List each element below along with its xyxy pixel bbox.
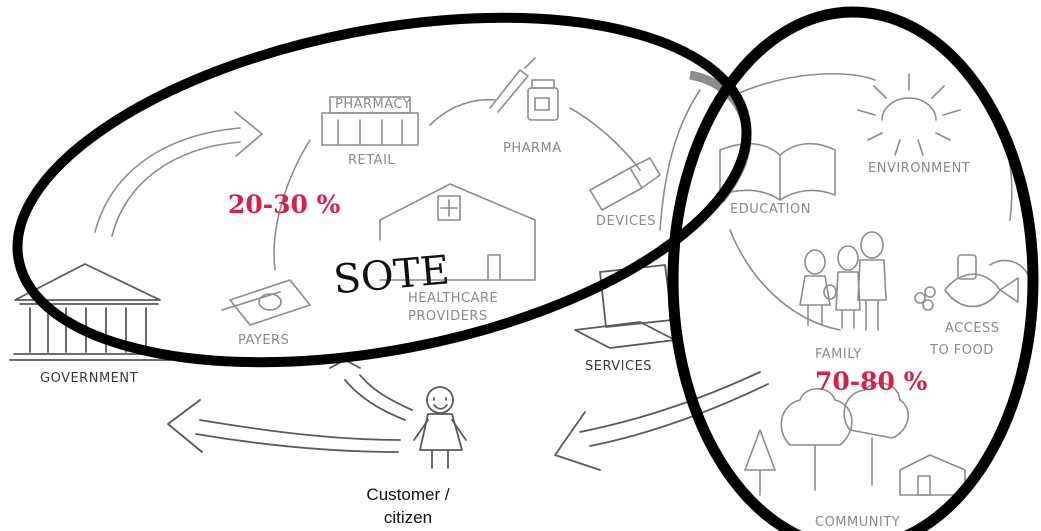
- connector-arc-retail-payers: [273, 139, 311, 271]
- person-icon: [413, 386, 467, 469]
- social-determinants-ellipse: [667, 6, 1039, 531]
- services-label: SERVICES: [585, 359, 652, 374]
- education-label: EDUCATION: [730, 202, 811, 217]
- customer-label: Customer /: [366, 485, 449, 504]
- healthcare-label: HEALTHCARE: [408, 291, 498, 306]
- family-icon: [799, 231, 887, 331]
- to-food-label: TO FOOD: [929, 343, 994, 358]
- arrow-person-to-payers: [329, 359, 413, 421]
- food-icon: [914, 254, 1031, 311]
- pharmacy-sign-label: PHARMACY: [335, 97, 411, 112]
- medicine-bottle-icon: [527, 79, 559, 121]
- left-percent-label: 20-30 %: [228, 190, 341, 219]
- money-icon: [221, 279, 311, 326]
- arrow-community-to-person: [554, 371, 769, 471]
- connector-arc-services: [659, 89, 701, 231]
- connector-arc-retail-pharma: [429, 98, 496, 126]
- usb-device-icon: [589, 157, 661, 211]
- family-label: FAMILY: [815, 347, 862, 362]
- arrow-person-to-government: [167, 399, 401, 453]
- providers-label: PROVIDERS: [408, 309, 488, 324]
- trees-icon: [744, 382, 910, 496]
- sote-ellipse: [12, 12, 752, 368]
- citizen-label: citizen: [384, 508, 432, 527]
- devices-label: DEVICES: [596, 214, 656, 229]
- access-label: ACCESS: [945, 321, 1000, 336]
- pharmacy-store-icon: [321, 96, 419, 146]
- community-label: COMMUNITY: [815, 515, 900, 530]
- payers-label: PAYERS: [238, 333, 289, 348]
- sun-icon: [857, 73, 961, 156]
- environment-label: ENVIRONMENT: [868, 161, 970, 176]
- connector-arc-pharma-devices: [569, 107, 641, 171]
- hospital-icon: [379, 183, 536, 281]
- book-icon: [719, 142, 836, 201]
- syringe-icon: [489, 57, 536, 113]
- connector-arc-right-mid: [729, 229, 841, 331]
- curved-arrow-top-left: [94, 111, 263, 237]
- house-icon: [899, 454, 966, 496]
- sote-label: SOTE: [332, 247, 452, 303]
- government-icon: [9, 263, 171, 361]
- government-label: GOVERNMENT: [40, 371, 138, 386]
- right-percent-label: 70-80 %: [815, 367, 928, 396]
- retail-label: RETAIL: [348, 153, 395, 168]
- pharma-label: PHARMA: [503, 141, 562, 156]
- connector-arc-right-top: [734, 72, 876, 96]
